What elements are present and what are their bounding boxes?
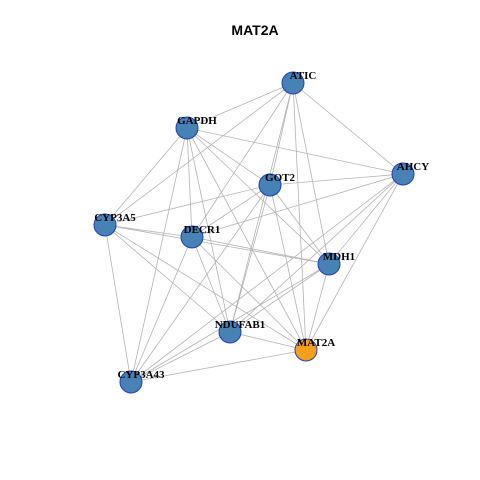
nodes-layer: ATIC GAPDH AHCY GOT2CYP3A5DECR1MDH1NDUFAB1M…	[93, 70, 429, 394]
edge-ahcy-cyp3a43	[130, 173, 404, 383]
edge-cyp3a5-mat2a	[104, 224, 307, 351]
edge-got2-mdh1	[269, 184, 330, 265]
edge-atic-got2	[269, 82, 294, 186]
node-label-atic: ATIC	[290, 70, 317, 82]
edge-decr1-mdh1	[191, 236, 330, 265]
node-circle-mat2a	[294, 338, 318, 362]
edge-ahcy-mat2a	[305, 173, 404, 351]
node-label-mdh1: MDH1	[323, 251, 355, 263]
node-mat2a: MAT2A	[294, 337, 335, 362]
node-label-cyp3a5: CYP3A5	[94, 212, 136, 224]
node-label-gapdh: GAPDH	[177, 115, 217, 127]
diagram-title: MAT2A	[231, 22, 278, 38]
node-decr1: DECR1	[180, 224, 221, 249]
edge-got2-ndufab1	[229, 184, 271, 333]
edge-gapdh-cyp3a5	[104, 127, 188, 226]
edge-atic-gapdh	[186, 82, 294, 129]
edge-decr1-cyp3a43	[130, 236, 193, 383]
edge-ndufab1-mat2a	[229, 331, 307, 351]
node-circle-decr1	[180, 225, 204, 249]
node-circle-ndufab1	[218, 320, 242, 344]
edge-cyp3a5-ndufab1	[104, 224, 231, 333]
edge-gapdh-mat2a	[186, 127, 307, 351]
edge-gapdh-decr1	[186, 127, 193, 238]
edge-ndufab1-cyp3a43	[130, 331, 231, 383]
edge-atic-decr1	[191, 82, 294, 238]
edge-got2-cyp3a43	[130, 184, 271, 383]
edge-mat2a-cyp3a43	[130, 349, 307, 383]
edge-cyp3a5-decr1	[104, 224, 193, 238]
node-label-ndufab1: NDUFAB1	[215, 319, 266, 331]
edge-gapdh-got2	[186, 127, 271, 186]
node-ndufab1: NDUFAB1	[215, 319, 266, 344]
edge-gapdh-cyp3a43	[130, 127, 188, 383]
node-ahcy: AHCY	[391, 161, 429, 186]
edge-mdh1-mat2a	[305, 263, 330, 351]
node-gapdh: GAPDH	[175, 115, 217, 140]
edge-got2-mat2a	[269, 184, 307, 351]
edge-mdh1-ndufab1	[229, 263, 330, 333]
node-circle-ahcy	[391, 162, 415, 186]
edge-ahcy-mdh1	[328, 173, 404, 265]
node-mdh1: MDH1	[317, 251, 355, 276]
edge-atic-ndufab1	[229, 82, 294, 333]
node-label-got2: GOT2	[265, 172, 295, 184]
edge-decr1-ndufab1	[191, 236, 231, 333]
edge-ahcy-decr1	[191, 173, 404, 238]
edge-ahcy-ndufab1	[229, 173, 404, 333]
edge-atic-mdh1	[292, 82, 330, 265]
edge-atic-mat2a	[292, 82, 307, 351]
node-circle-cyp3a43	[119, 370, 143, 394]
edge-ahcy-got2	[269, 173, 404, 186]
node-circle-cyp3a5	[93, 213, 117, 237]
node-circle-mdh1	[317, 252, 341, 276]
edge-decr1-mat2a	[191, 236, 307, 351]
node-cyp3a5: CYP3A5	[93, 212, 136, 237]
edge-got2-decr1	[191, 184, 271, 238]
node-label-ahcy: AHCY	[397, 161, 429, 173]
node-label-cyp3a43: CYP3A43	[117, 369, 165, 381]
node-label-decr1: DECR1	[184, 224, 221, 236]
node-cyp3a43: CYP3A43	[117, 369, 165, 394]
edge-gapdh-ahcy	[186, 127, 404, 175]
node-got2: GOT2	[258, 172, 295, 197]
edge-got2-cyp3a5	[104, 184, 271, 226]
edges-layer	[104, 82, 404, 383]
node-circle-gapdh	[175, 116, 199, 140]
edge-cyp3a5-cyp3a43	[104, 224, 132, 383]
node-circle-got2	[258, 173, 282, 197]
node-label-mat2a: MAT2A	[297, 337, 335, 349]
node-atic: ATIC	[281, 70, 317, 95]
edge-atic-ahcy	[292, 82, 404, 175]
edge-atic-cyp3a5	[104, 82, 294, 226]
edge-cyp3a5-mdh1	[104, 224, 330, 265]
edge-gapdh-mdh1	[186, 127, 330, 265]
node-circle-atic	[281, 71, 305, 95]
